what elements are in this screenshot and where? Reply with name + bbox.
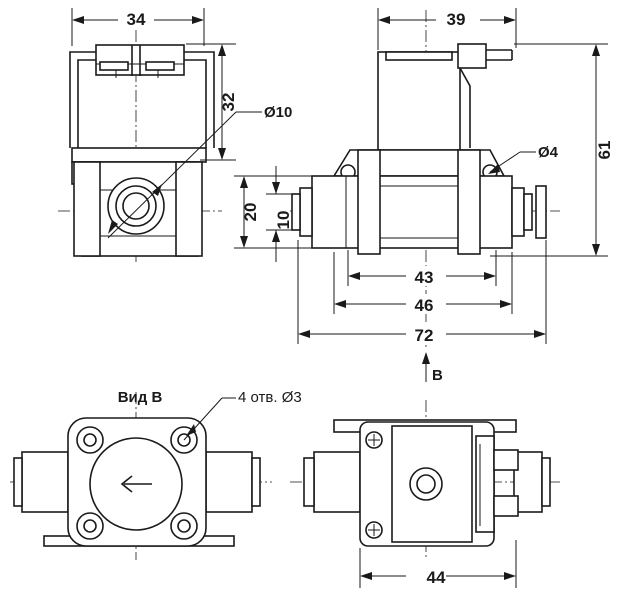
view-b: [10, 392, 272, 560]
dim-coil-height: 32: [219, 93, 238, 112]
dim-mount-spacing: 43: [415, 268, 434, 287]
bottom-view: [290, 400, 560, 588]
dim-side-width: 39: [447, 10, 466, 29]
dim-overall-length: 72: [415, 326, 434, 345]
dim-hole-diameter: Ø4: [538, 144, 559, 161]
dim-overall-height: 61: [595, 141, 614, 160]
dim-port-height: 10: [274, 211, 293, 230]
front-view: [58, 8, 262, 262]
side-view: [234, 8, 608, 382]
view-title: Вид В: [118, 389, 163, 406]
view-arrow-label: B: [432, 367, 443, 384]
dim-body-height: 20: [241, 203, 260, 222]
dim-body-length: 46: [415, 296, 434, 315]
dim-port-diameter: Ø10: [264, 104, 292, 121]
holes-note: 4 отв. Ø3: [238, 389, 302, 406]
dim-mount-width: 44: [427, 568, 446, 587]
dim-front-width: 34: [127, 10, 146, 29]
